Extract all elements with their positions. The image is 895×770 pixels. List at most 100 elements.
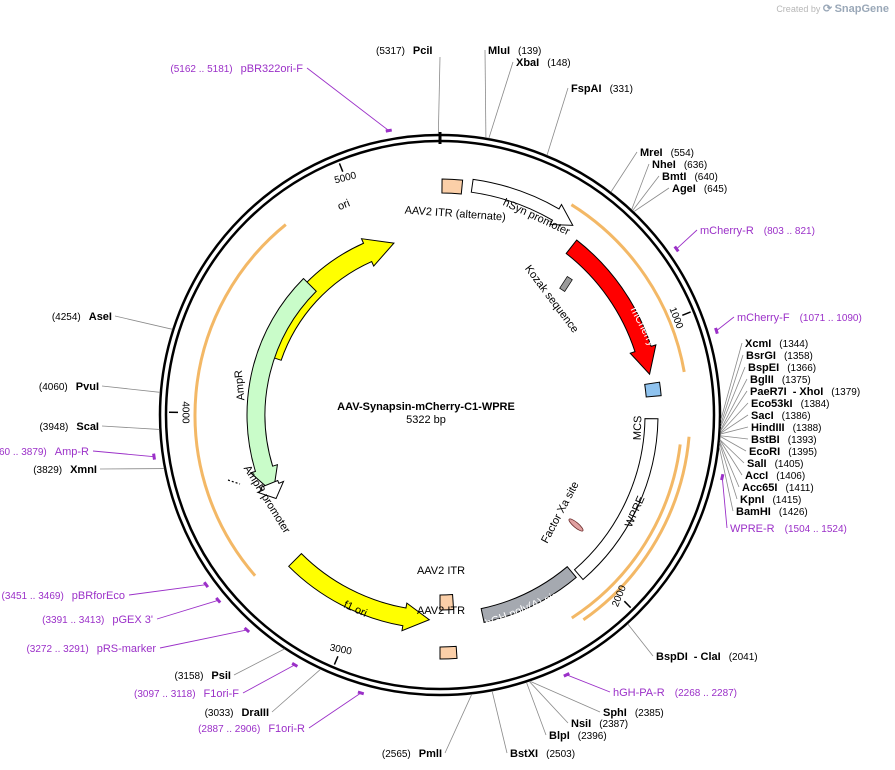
mcs-feature[interactable]: [644, 381, 662, 398]
primer-label[interactable]: WPRE-R(1504 .. 1524): [730, 523, 847, 535]
primer-label[interactable]: hGH-PA-R(2268 .. 2287): [613, 687, 737, 699]
primer-label[interactable]: (3451 .. 3469)pBRforEco: [2, 590, 125, 602]
primer-leader-line: [308, 692, 362, 729]
f1-ori-feature[interactable]: [287, 552, 431, 632]
factor-xa-site-feature[interactable]: [567, 517, 584, 532]
enzyme-site-label[interactable]: (3948)ScaI: [39, 421, 99, 433]
enzyme-site-label[interactable]: BspDI- ClaI(2041): [656, 651, 758, 663]
watermark-brand: SnapGene: [834, 3, 889, 15]
enzyme-site-label[interactable]: FspAI(331): [571, 83, 633, 95]
enzyme-site-label[interactable]: MluI(139): [488, 45, 541, 57]
enzyme-site-label[interactable]: AccI (1406): [745, 470, 805, 482]
primer-label[interactable]: (3860 .. 3879)Amp-R: [0, 446, 89, 458]
enzyme-site-label[interactable]: NsiI(2387): [571, 718, 628, 730]
primer-binding-mark: [563, 672, 570, 678]
enzyme-site-label[interactable]: SphI(2385): [603, 707, 664, 719]
aav2-itr-feature-1[interactable]: [439, 645, 458, 660]
ruler-tick: [623, 600, 632, 609]
hsyn-promoter-feature[interactable]: [470, 178, 574, 226]
enzyme-site-label[interactable]: (3033)DraIII: [205, 707, 269, 719]
enzyme-site-label[interactable]: BsrGI(1358): [746, 350, 813, 362]
primer-label[interactable]: (5162 .. 5181)pBR322ori-F: [170, 63, 303, 75]
hgh-polya-feature[interactable]: [480, 565, 577, 623]
aav2-itr-alternate-feature[interactable]: [441, 178, 464, 195]
enzyme-position: (2503): [546, 749, 575, 760]
enzyme-position: (3158): [175, 671, 204, 682]
enzyme-site-label[interactable]: (3829)XmnI: [33, 464, 97, 476]
enzyme-site-label[interactable]: (2565)PmlI: [382, 748, 442, 760]
enzyme-site-label[interactable]: Acc65I(1411): [742, 482, 814, 494]
wpre-feature[interactable]: [573, 418, 659, 581]
enzyme-site-label[interactable]: MreI(554): [640, 147, 694, 159]
enzyme-site-label[interactable]: SacI(1386): [751, 410, 811, 422]
primer-label[interactable]: (2887 .. 2906)F1ori-R: [198, 723, 305, 735]
primer-label[interactable]: mCherry-F(1071 .. 1090): [737, 312, 862, 324]
enzyme-name: DraIII: [241, 707, 269, 719]
enzyme-position: (1426): [779, 507, 808, 518]
ruler-tick-label: 3000: [329, 642, 353, 657]
enzyme-name: BglII: [750, 374, 774, 386]
enzyme-site-label[interactable]: EcoRI(1395): [749, 446, 817, 458]
enzyme-leader-line: [627, 623, 654, 657]
enzyme-leader-line: [633, 187, 670, 212]
primer-leader-line: [242, 664, 295, 694]
enzyme-site-label[interactable]: AgeI(645): [672, 183, 727, 195]
enzyme-leader-line: [719, 441, 740, 488]
enzyme-position: (1406): [776, 471, 805, 482]
enzyme-name: BamHI: [736, 506, 771, 518]
enzyme-name: XmnI: [70, 464, 97, 476]
primer-label[interactable]: (3272 .. 3291)pRS-marker: [26, 643, 156, 655]
enzyme-site-label[interactable]: SalI(1405): [747, 458, 803, 470]
enzyme-position: (4060): [39, 382, 68, 393]
ori-feature[interactable]: [261, 238, 395, 361]
enzyme-site-label[interactable]: XbaI(148): [516, 57, 571, 69]
enzyme-leader-line: [437, 56, 441, 135]
primer-binding-mark: [385, 128, 392, 133]
enzyme-name: PaeR7I: [750, 386, 787, 398]
enzyme-name: NsiI: [571, 718, 591, 730]
primer-label[interactable]: (3097 .. 3118)F1ori-F: [134, 688, 239, 700]
enzyme-name: KpnI: [740, 494, 764, 506]
enzyme-position: (636): [684, 160, 707, 171]
enzyme-name: PvuI: [76, 381, 99, 393]
enzyme-site-label[interactable]: (4060) PvuI: [39, 381, 99, 393]
kozak-sequence-feature[interactable]: [559, 276, 573, 292]
mcherry-feature[interactable]: [565, 239, 657, 376]
mcs-label: MCS: [632, 415, 645, 440]
enzyme-position: (1379): [831, 387, 860, 398]
enzyme-site-label[interactable]: (3158)PsiI: [175, 670, 231, 682]
enzyme-site-label[interactable]: BlpI(2396): [549, 730, 607, 742]
enzyme-site-label[interactable]: (5317)PciI: [376, 45, 432, 57]
primer-range: (2268 .. 2287): [675, 688, 737, 699]
primer-label[interactable]: (3391 .. 3413)pGEX 3': [42, 614, 153, 626]
enzyme-site-label[interactable]: BglII(1375): [750, 374, 811, 386]
enzyme-site-label[interactable]: Eco53kI(1384): [751, 398, 830, 410]
enzyme-site-label[interactable]: KpnI(1415): [740, 494, 801, 506]
enzyme-leader-line: [720, 402, 749, 434]
enzyme-site-label[interactable]: BstXI(2503): [510, 748, 575, 760]
ampr-promoter-feature[interactable]: [256, 479, 285, 500]
primer-binding-mark: [203, 581, 210, 589]
enzyme-site-label[interactable]: BamHI (1426): [736, 506, 808, 518]
enzyme-position: (4254): [52, 312, 81, 323]
primer-label[interactable]: mCherry-R(803 .. 821): [700, 225, 815, 237]
enzyme-site-label[interactable]: BstBI(1393): [751, 434, 817, 446]
aav2-itr-label-2: AAV2 ITR: [417, 605, 465, 617]
primer-leader-line: [159, 629, 247, 649]
enzyme-site-label[interactable]: (4254)AseI: [52, 311, 112, 323]
enzyme-site-label[interactable]: NheI(636): [652, 159, 707, 171]
enzyme-site-label[interactable]: BspEI(1366): [748, 362, 816, 374]
enzyme-position: (645): [704, 184, 727, 195]
enzyme-leader-line: [610, 151, 638, 193]
enzyme-name: AccI: [745, 470, 768, 482]
watermark-prefix: Created by: [776, 4, 821, 14]
enzyme-site-label[interactable]: XcmI(1344): [745, 338, 808, 350]
enzyme-site-label[interactable]: HindIII(1388): [751, 422, 822, 434]
enzyme-leader-line: [720, 426, 749, 435]
enzyme-site-label[interactable]: PaeR7I- XhoI(1379): [750, 386, 860, 398]
enzyme-site-label[interactable]: BmtI(640): [662, 171, 718, 183]
factor-xa-site-label: Factor Xa site: [539, 480, 581, 546]
aav2-itr-feature-2[interactable]: [439, 594, 455, 611]
enzyme-position: (1384): [801, 399, 830, 410]
enzyme-name: SphI: [603, 707, 627, 719]
